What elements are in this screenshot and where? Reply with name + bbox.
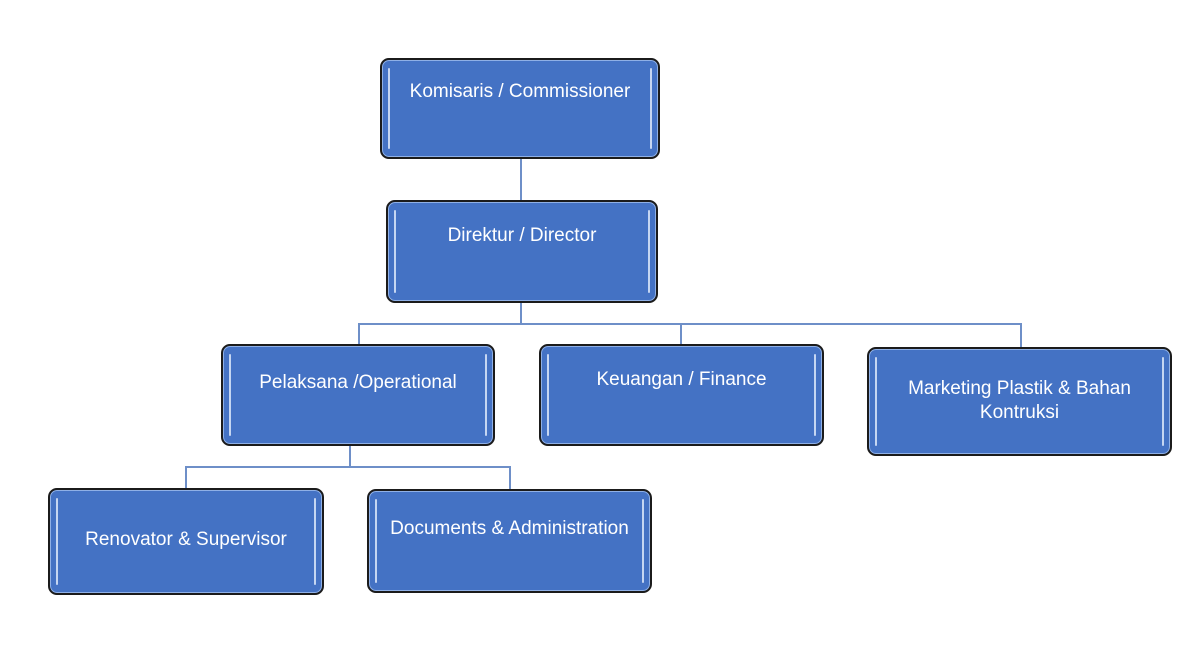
node-komisaris-label: Komisaris / Commissioner xyxy=(409,81,631,102)
node-renovator-label: Renovator & Supervisor xyxy=(85,529,287,550)
node-marketing: Marketing Plastik & Bahan Kontruksi xyxy=(867,347,1172,456)
node-keuangan: Keuangan / Finance xyxy=(539,344,824,446)
node-keuangan-label: Keuangan / Finance xyxy=(596,369,767,390)
node-renovator: Renovator & Supervisor xyxy=(48,488,324,595)
node-documents: Documents & Administration xyxy=(367,489,652,593)
node-direktur: Direktur / Director xyxy=(386,200,658,303)
node-pelaksana: Pelaksana /Operational xyxy=(221,344,495,446)
node-marketing-label: Marketing Plastik & Bahan Kontruksi xyxy=(908,378,1131,423)
node-komisaris: Komisaris / Commissioner xyxy=(380,58,660,159)
node-pelaksana-label: Pelaksana /Operational xyxy=(259,372,457,393)
connector-pelaksana-branches xyxy=(185,466,511,489)
node-documents-label: Documents & Administration xyxy=(390,518,629,539)
connector-direktur-branches xyxy=(358,323,1022,347)
node-direktur-label: Direktur / Director xyxy=(447,225,597,246)
